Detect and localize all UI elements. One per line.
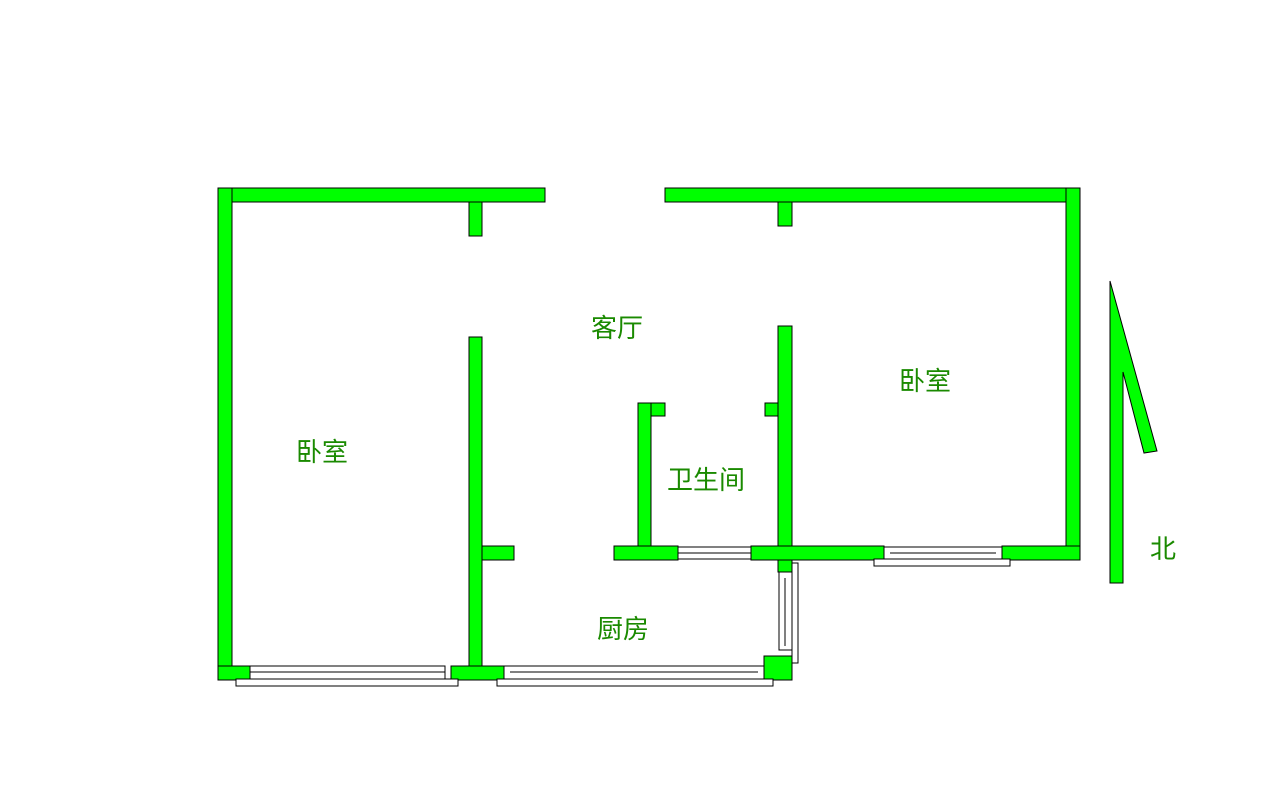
wall-bedroom-right-bottom	[750, 545, 885, 561]
wall-top-right	[664, 187, 1081, 203]
wall-stub	[764, 402, 779, 417]
window-sill	[791, 562, 799, 664]
wall-bathroom-left	[637, 402, 652, 561]
window-sill	[496, 678, 774, 687]
wall-top-left	[217, 187, 546, 203]
north-arrow-icon	[1109, 280, 1158, 584]
wall-stub	[777, 201, 793, 227]
room-label-bedroom-right: 卧室	[899, 367, 952, 397]
windows	[235, 546, 1011, 687]
wall-bathroom-bottom	[613, 545, 679, 561]
wall-bottom	[450, 665, 505, 681]
wall-bottom	[217, 665, 251, 681]
room-label-bathroom: 卫生间	[667, 466, 746, 496]
window-sill	[235, 678, 459, 687]
room-label-living-room: 客厅	[591, 314, 644, 344]
north-label: 北	[1150, 535, 1177, 565]
room-label-bedroom-left: 卧室	[296, 438, 349, 468]
wall-bedroom-right-bottom	[1001, 545, 1081, 561]
wall-stub	[481, 545, 515, 561]
wall-bedroom-left-partition	[468, 336, 483, 681]
wall-bedroom-right-partition	[777, 325, 793, 573]
wall-bottom	[763, 655, 793, 681]
wall-stub	[650, 402, 666, 417]
walls	[217, 187, 1081, 681]
room-label-kitchen: 厨房	[597, 615, 650, 645]
wall-right	[1065, 187, 1081, 561]
wall-left	[217, 187, 233, 681]
window-sill	[873, 558, 1011, 567]
wall-stub	[468, 201, 483, 237]
